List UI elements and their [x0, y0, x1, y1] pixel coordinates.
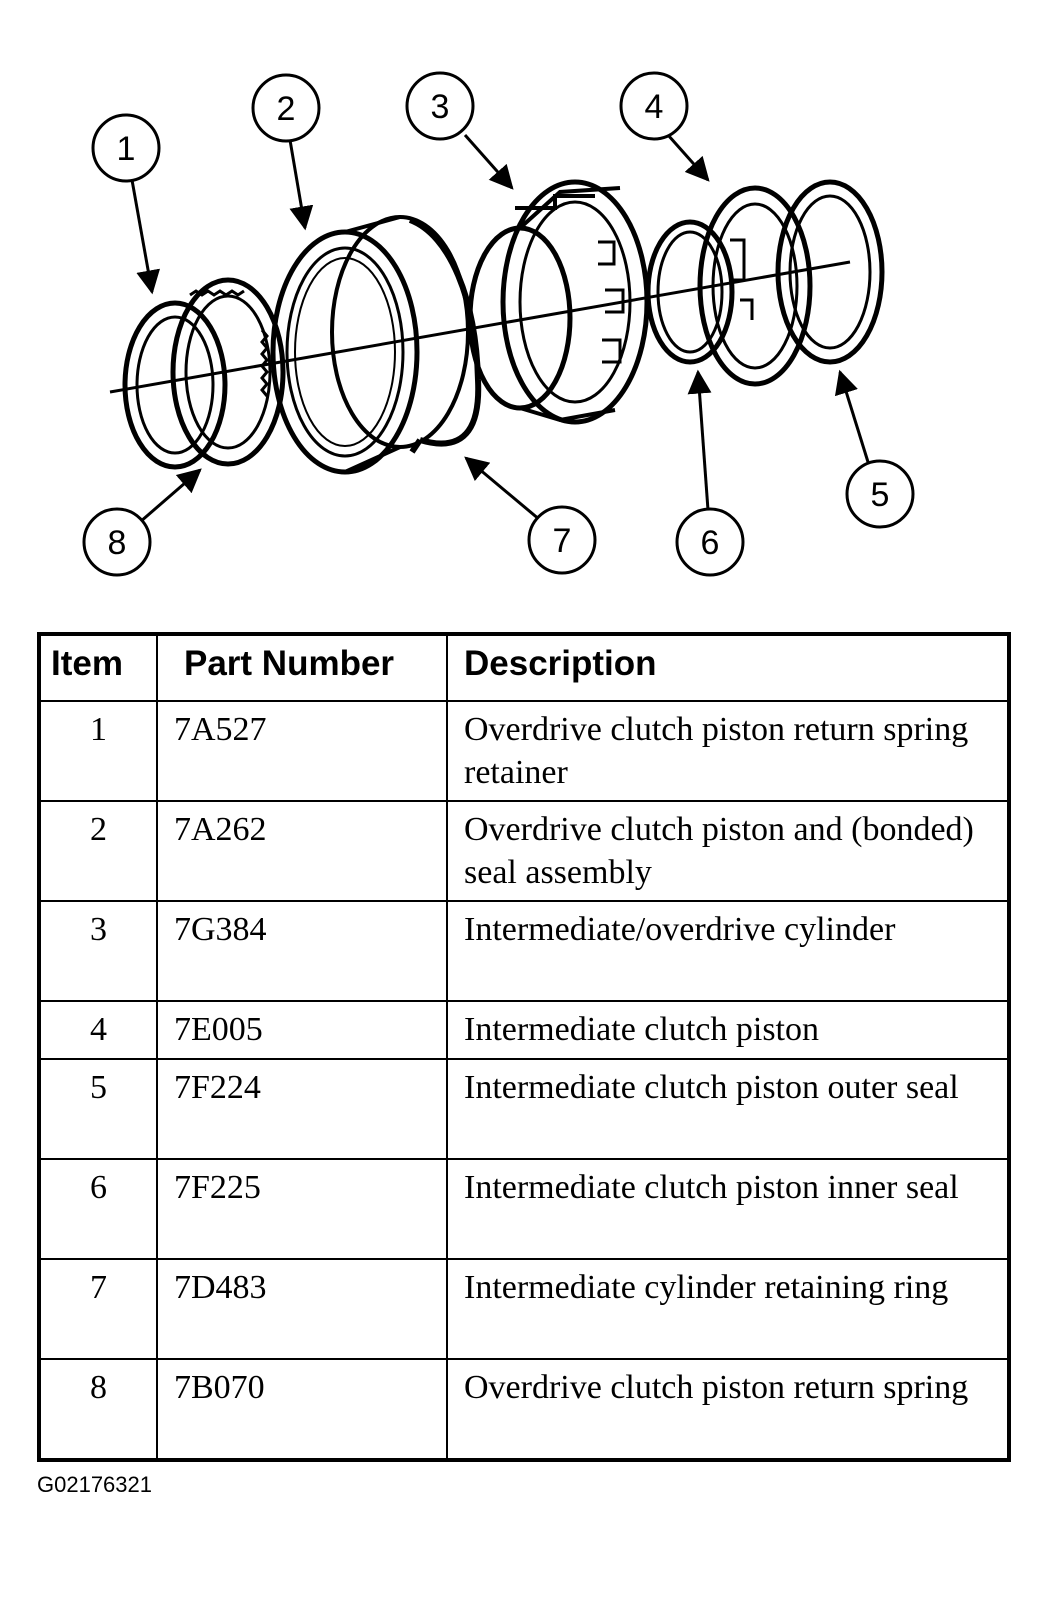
- table-row: 1 7A527 Overdrive clutch piston return s…: [38, 700, 1010, 802]
- row-part-number: 7G384: [156, 900, 448, 1002]
- row-item: 3: [38, 900, 158, 1002]
- table-row: 6 7F225 Intermediate clutch piston inner…: [38, 1158, 1010, 1260]
- row-part-number: 7F225: [156, 1158, 448, 1260]
- row-description: Intermediate clutch piston: [446, 1000, 1010, 1060]
- arrow-1: [130, 179, 161, 295]
- row-description: Intermediate clutch piston inner seal: [446, 1158, 1010, 1260]
- row-description: Intermediate clutch piston outer seal: [446, 1058, 1010, 1160]
- svg-text:5: 5: [871, 476, 890, 514]
- part-4-clutch-piston: [697, 185, 813, 387]
- callout-6: 6: [675, 507, 745, 577]
- row-part-number: 7A262: [156, 800, 448, 902]
- row-item: 6: [38, 1158, 158, 1260]
- svg-text:3: 3: [431, 88, 450, 126]
- callout-3: 3: [405, 71, 475, 141]
- part-5-outer-seal: [775, 179, 885, 365]
- callout-1: 1: [91, 113, 161, 183]
- row-part-number: 7F224: [156, 1058, 448, 1160]
- header-part-number: Part Number: [156, 633, 448, 702]
- row-item: 7: [38, 1258, 158, 1360]
- part-7-retaining-ring: [408, 217, 482, 454]
- arrow-6: [687, 369, 712, 511]
- row-part-number: 7D483: [156, 1258, 448, 1360]
- arrow-5: [834, 369, 870, 463]
- table-header-row: Item Part Number Description: [38, 633, 1010, 702]
- exploded-parts-diagram: 1 2 3 4 5 6 7 8: [82, 71, 915, 577]
- row-item: 1: [38, 700, 158, 802]
- part-1-spring-retainer: [170, 277, 286, 467]
- table-row: 2 7A262 Overdrive clutch piston and (bon…: [38, 800, 1010, 902]
- leader-arrows: [130, 134, 870, 524]
- callout-7: 7: [527, 505, 597, 575]
- parts-table: Item Part Number Description 1 7A527 Ove…: [37, 632, 1011, 1462]
- arrow-8: [139, 468, 202, 524]
- row-item: 8: [38, 1358, 158, 1461]
- table-row: 3 7G384 Intermediate/overdrive cylinder: [38, 900, 1010, 1002]
- row-description: Intermediate/overdrive cylinder: [446, 900, 1010, 1002]
- arrow-7: [464, 456, 541, 522]
- callout-4: 4: [619, 71, 689, 141]
- arrow-2: [288, 139, 314, 231]
- arrow-3: [463, 134, 514, 190]
- callout-2: 2: [251, 73, 321, 143]
- row-description: Overdrive clutch piston return spring: [446, 1358, 1010, 1461]
- callout-5: 5: [845, 459, 915, 529]
- table-row: 5 7F224 Intermediate clutch piston outer…: [38, 1058, 1010, 1160]
- row-part-number: 7A527: [156, 700, 448, 802]
- row-part-number: 7B070: [156, 1358, 448, 1461]
- callout-8: 8: [82, 507, 152, 577]
- table-row: 7 7D483 Intermediate cylinder retaining …: [38, 1258, 1010, 1360]
- svg-text:6: 6: [701, 524, 720, 562]
- svg-text:4: 4: [645, 88, 664, 126]
- row-item: 2: [38, 800, 158, 902]
- svg-text:7: 7: [553, 522, 572, 560]
- row-part-number: 7E005: [156, 1000, 448, 1060]
- row-item: 4: [38, 1000, 158, 1060]
- arrow-4: [666, 134, 710, 182]
- row-description: Intermediate cylinder retaining ring: [446, 1258, 1010, 1360]
- row-description: Overdrive clutch piston return spring re…: [446, 700, 1010, 802]
- header-description: Description: [446, 633, 1010, 702]
- table-row: 8 7B070 Overdrive clutch piston return s…: [38, 1358, 1010, 1461]
- svg-text:8: 8: [108, 524, 127, 562]
- table-row: 4 7E005 Intermediate clutch piston: [38, 1000, 1010, 1060]
- svg-text:2: 2: [277, 90, 296, 128]
- figure-id: G02176321: [37, 1472, 152, 1497]
- part-8-return-spring: [122, 300, 228, 470]
- center-axis-line: [109, 260, 851, 394]
- row-item: 5: [38, 1058, 158, 1160]
- svg-text:1: 1: [117, 130, 136, 168]
- part-2-piston-seal-assembly: [270, 215, 470, 475]
- header-item: Item: [38, 633, 158, 702]
- part-6-inner-seal: [645, 219, 735, 365]
- row-description: Overdrive clutch piston and (bonded) sea…: [446, 800, 1010, 902]
